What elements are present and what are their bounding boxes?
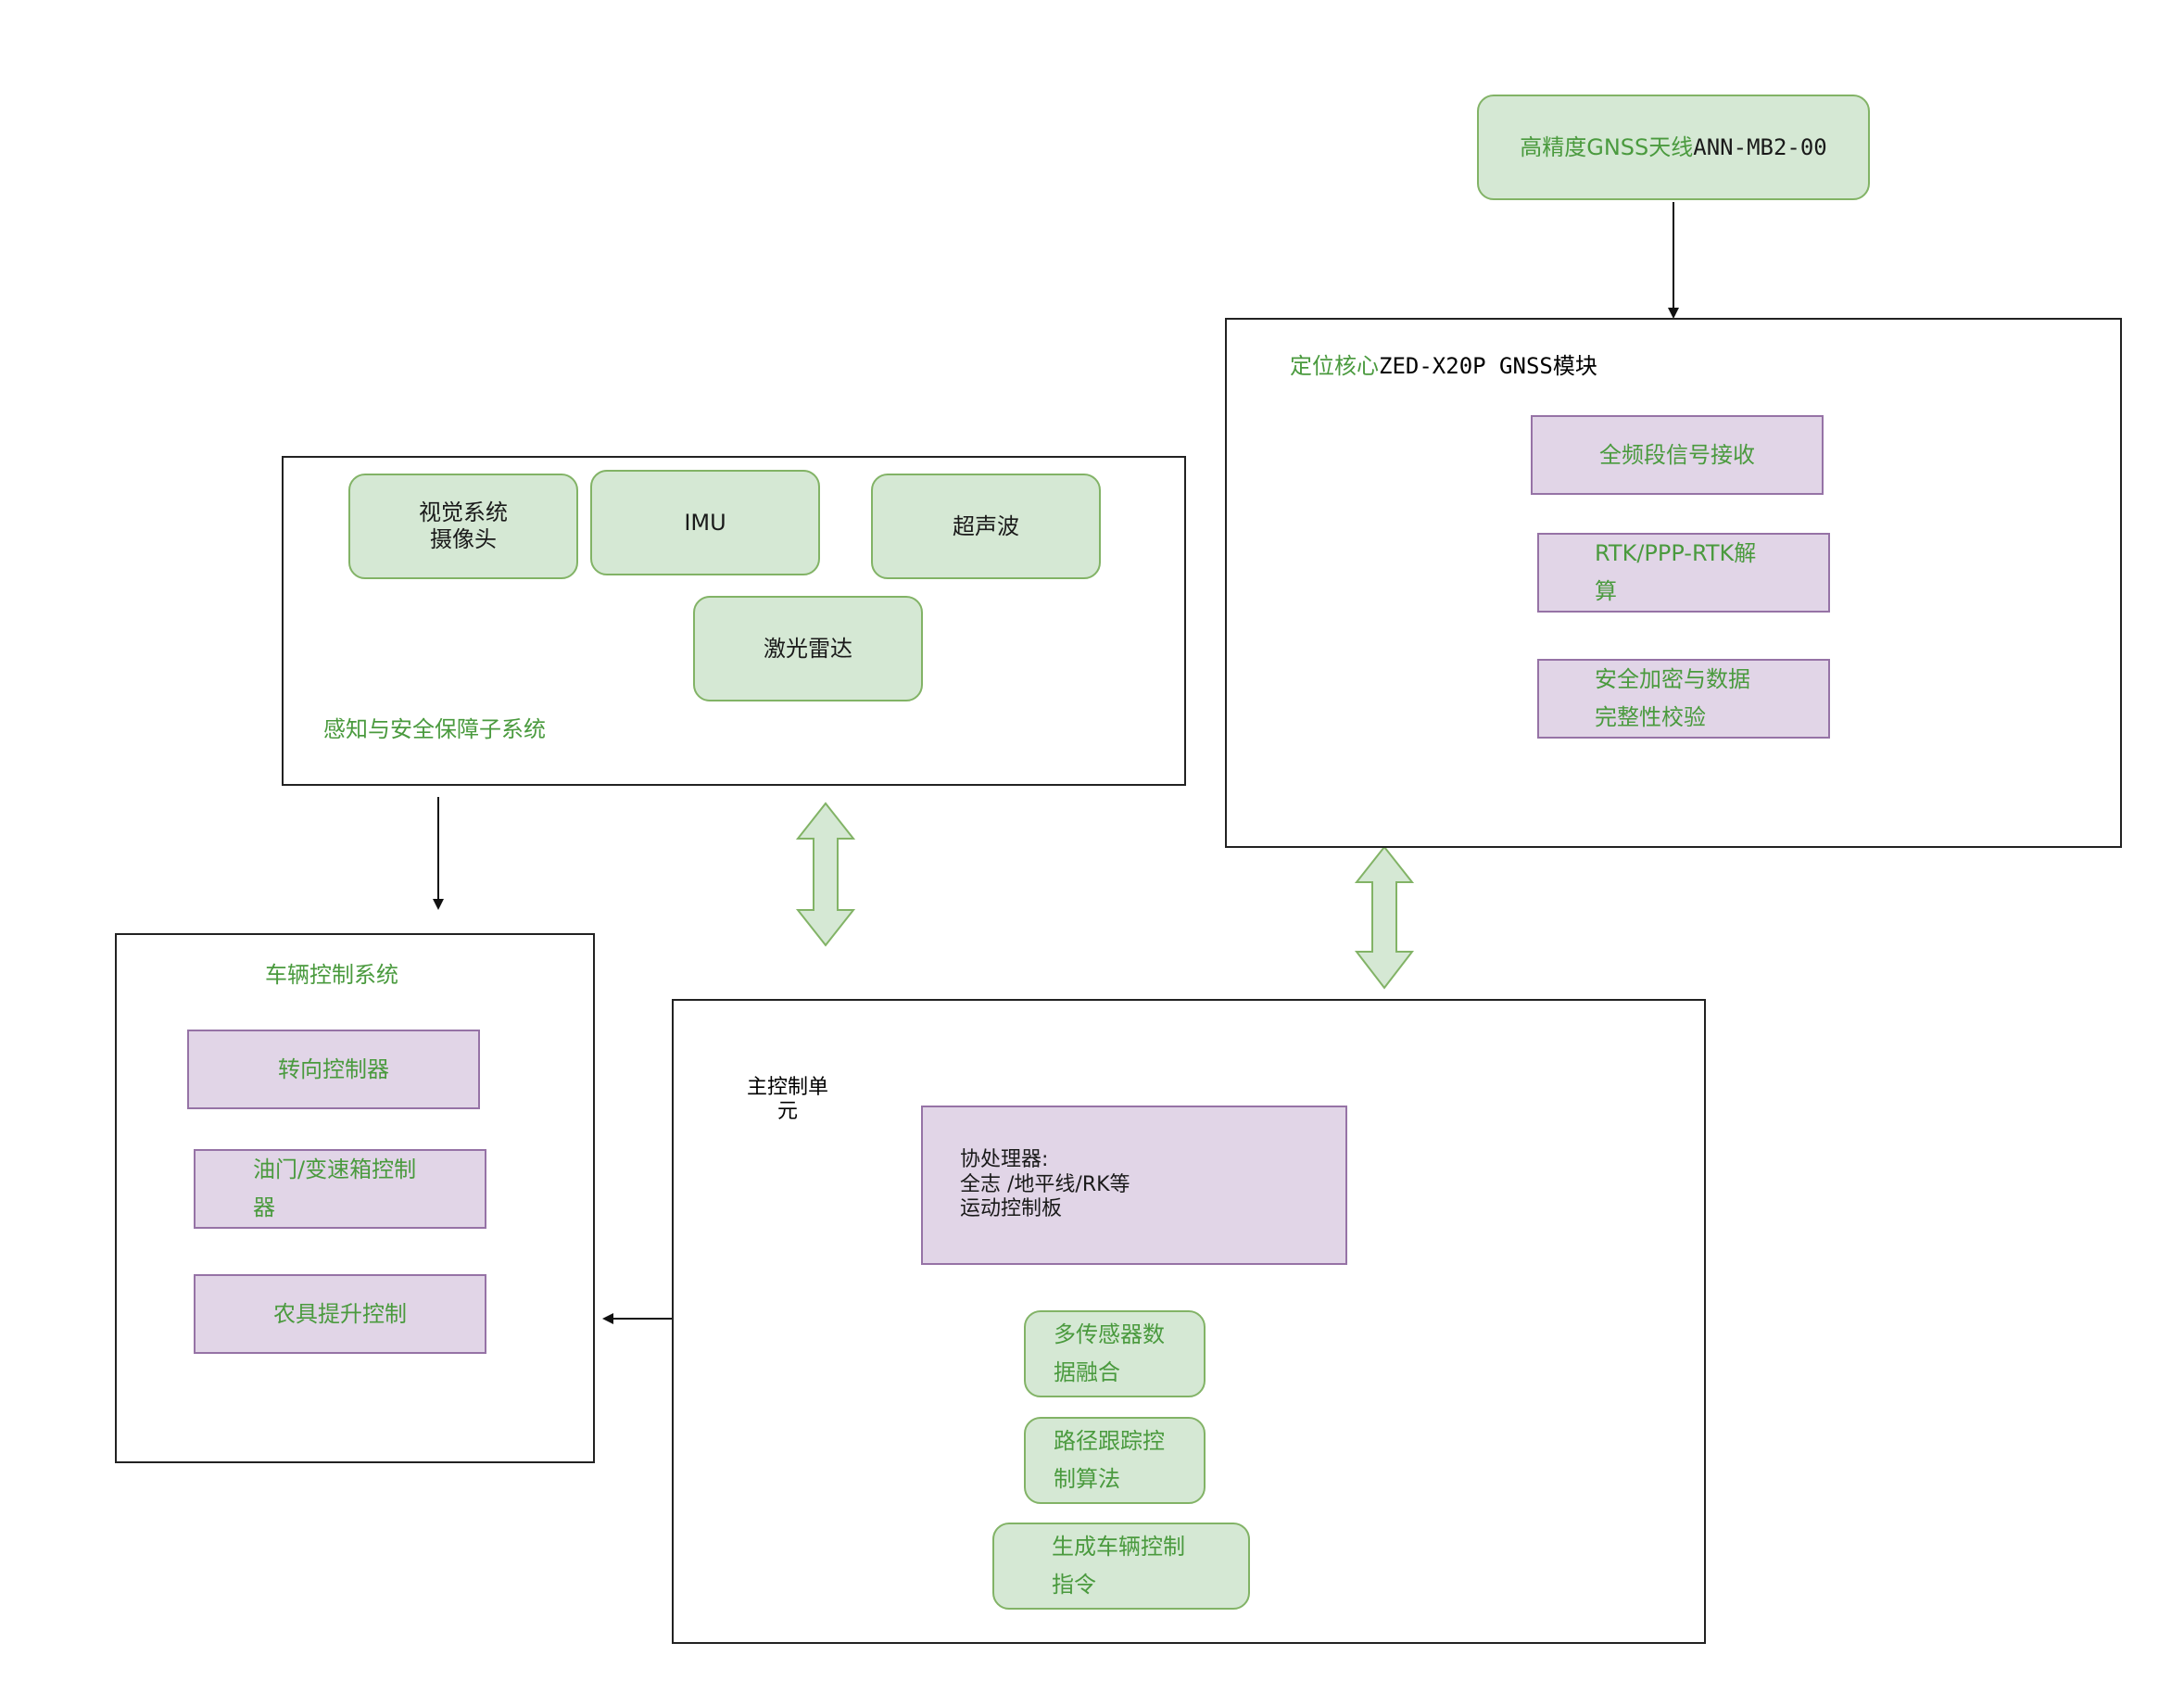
vehicle-item-throttle-gearbox: 油门/变速箱控制 器 xyxy=(194,1149,486,1229)
function-generate-commands: 生成车辆控制 指令 xyxy=(992,1523,1250,1610)
vehicle-item-steering: 转向控制器 xyxy=(187,1030,480,1109)
sensor-lidar: 激光雷达 xyxy=(693,596,923,701)
vehicle-item-implement-lift: 农具提升控制 xyxy=(194,1274,486,1354)
vehicle-control-title: 车辆控制系统 xyxy=(265,962,398,988)
module-item-rtk-solution: RTK/PPP-RTK解 算 xyxy=(1537,533,1830,613)
module-item-security-integrity: 安全加密与数据 完整性校验 xyxy=(1537,659,1830,739)
module-main-double-arrow xyxy=(1354,845,1415,990)
coprocessor-node: 协处理器: 全志 /地平线/RK等 运动控制板 xyxy=(921,1106,1347,1265)
sensor-imu: IMU xyxy=(590,470,820,575)
sensor-vision-camera: 视觉系统 摄像头 xyxy=(348,474,578,579)
perception-main-double-arrow xyxy=(795,802,856,947)
positioning-module-title-green: 定位核心 xyxy=(1290,353,1379,379)
positioning-module-title-model: ZED-X20P GNSS模块 xyxy=(1379,353,1597,379)
sensor-ultrasonic: 超声波 xyxy=(871,474,1101,579)
main-control-title: 主控制单 元 xyxy=(747,1076,829,1124)
function-sensor-fusion: 多传感器数 据融合 xyxy=(1024,1310,1206,1397)
positioning-module-title: 定位核心ZED-X20P GNSS模块 xyxy=(1290,348,1597,380)
module-item-full-band-reception: 全频段信号接收 xyxy=(1531,415,1824,495)
perception-subsystem-label: 感知与安全保障子系统 xyxy=(323,716,546,742)
gnss-antenna-label-green: 高精度GNSS天线 xyxy=(1520,133,1694,160)
function-path-tracking: 路径跟踪控 制算法 xyxy=(1024,1417,1206,1504)
gnss-antenna-label-model: ANN-MB2-00 xyxy=(1693,133,1827,160)
